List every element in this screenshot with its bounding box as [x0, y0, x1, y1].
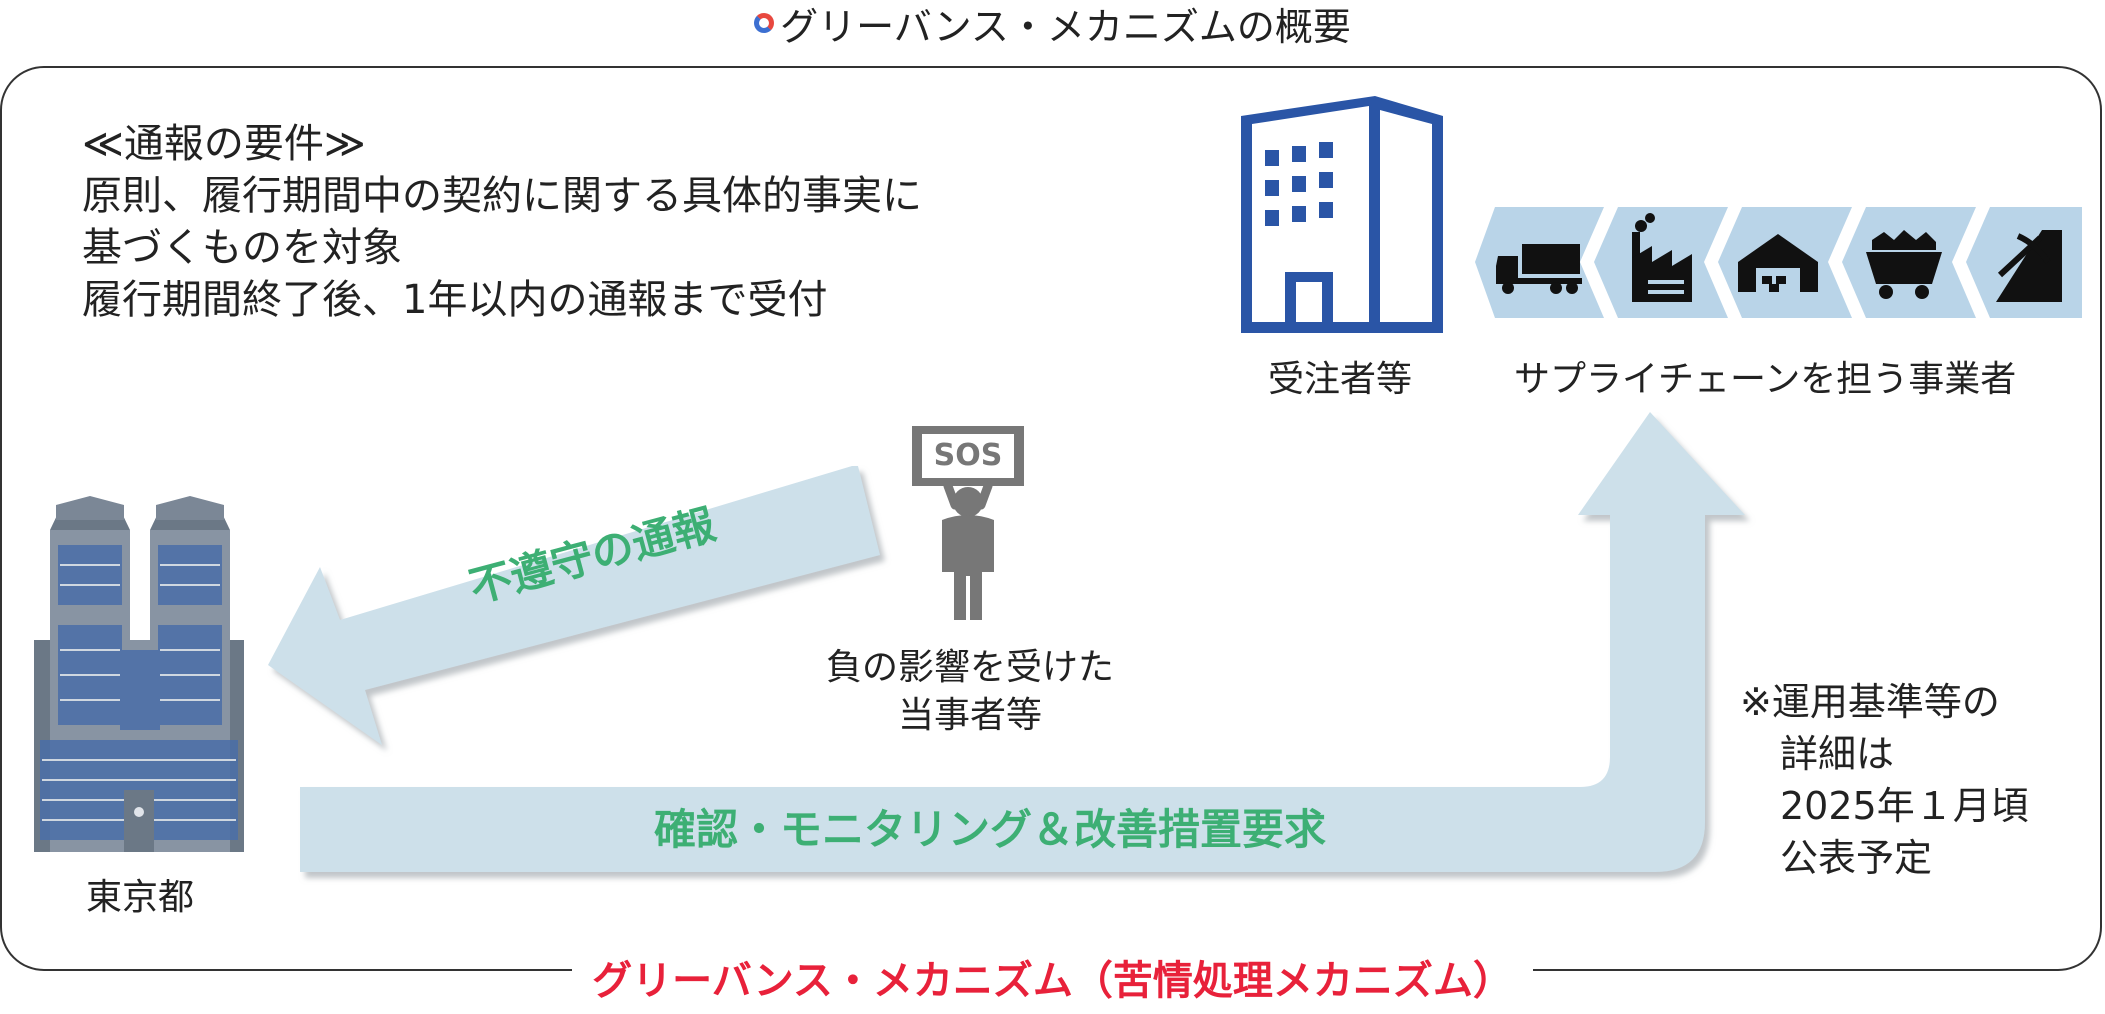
warehouse-icon: [1738, 234, 1818, 292]
diagram-title: グリーバンス・メカニズムの概要: [0, 0, 2105, 49]
sos-person-icon: [912, 426, 1024, 620]
requirements-heading: ≪通報の要件≫: [82, 121, 366, 167]
truck-icon: [1496, 244, 1582, 294]
affected-party-line: 負の影響を受けた: [825, 647, 1114, 688]
affected-party-line: 当事者等: [897, 695, 1042, 736]
footer-label: グリーバンス・メカニズム（苦情処理メカニズム）: [572, 948, 1533, 1004]
tokyo-building-icon: [34, 496, 244, 852]
pickaxe-icon: [1996, 230, 2062, 302]
supply-chain-label: サプライチェーンを担う事業者: [1514, 359, 2017, 400]
note-line: ※運用基準等の: [1740, 680, 2000, 724]
note-line: 2025年１月頃: [1780, 784, 2029, 828]
requirements-block: ≪通報の要件≫ 原則、履行期間中の契約に関する具体的事実に 基づくものを対象 履…: [82, 118, 922, 326]
mine-cart-icon: [1866, 230, 1942, 299]
monitoring-arrow: [300, 412, 1745, 872]
affected-party-label: 負の影響を受けた 当事者等: [770, 644, 1170, 740]
report-arrow: [268, 466, 880, 745]
publication-note: ※運用基準等の 詳細は 2025年１月頃 公表予定: [1740, 676, 2029, 884]
requirements-line: 基づくものを対象: [82, 225, 402, 271]
note-line: 詳細は: [1780, 732, 1895, 776]
contractor-building-icon: [1241, 96, 1443, 333]
note-line: 公表予定: [1780, 836, 1933, 880]
contractor-label: 受注者等: [1267, 359, 1412, 400]
footer: グリーバンス・メカニズム（苦情処理メカニズム）: [0, 948, 2105, 1004]
sos-sign-text: SOS: [933, 438, 1003, 473]
title-ring-icon: [754, 13, 775, 33]
factory-icon: [1632, 213, 1692, 302]
title-text: グリーバンス・メカニズムの概要: [780, 4, 1351, 49]
tokyo-label: 東京都: [85, 877, 194, 918]
monitoring-arrow-label: 確認・モニタリング＆改善措置要求: [653, 805, 1326, 854]
requirements-line: 原則、履行期間中の契約に関する具体的事実に: [82, 173, 922, 219]
requirements-line: 履行期間終了後、1年以内の通報まで受付: [82, 277, 828, 323]
